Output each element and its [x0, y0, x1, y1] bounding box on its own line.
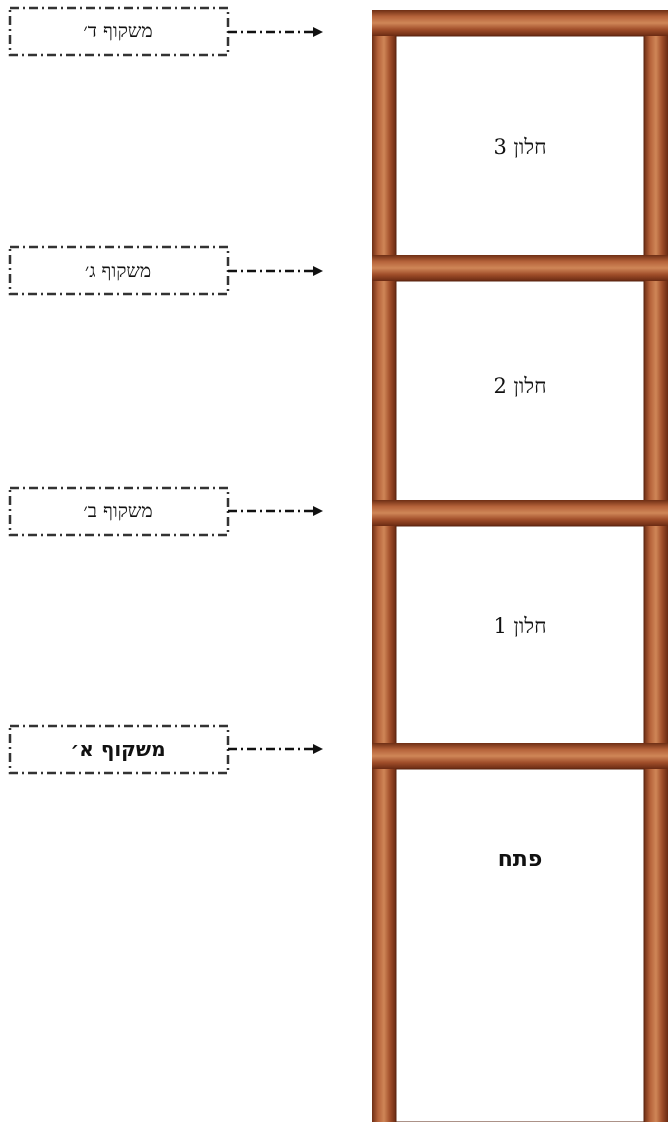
frame-label-3: חלון 2: [493, 374, 546, 398]
label-box-1: משקוף א׳: [8, 724, 230, 775]
frame-label-2: חלון 1: [493, 614, 546, 638]
frame-label-1: פתח: [498, 847, 543, 872]
label-text-4: משקוף ד׳: [83, 20, 152, 42]
frame-4: חלון 3: [372, 10, 668, 261]
label-box-3: משקוף ג׳: [8, 245, 230, 296]
frame-1: פתח: [372, 743, 668, 1122]
label-box-2: משקוף ב׳: [8, 486, 230, 537]
label-text-3: משקוף ג׳: [85, 260, 151, 282]
label-text-2: משקוף ב׳: [83, 500, 152, 522]
frame-label-4: חלון 3: [493, 135, 546, 159]
label-box-4: משקוף ד׳: [8, 6, 230, 57]
frame-2: חלון 1: [372, 500, 668, 750]
label-text-1: משקוף א׳: [70, 737, 165, 761]
frame-3: חלון 2: [372, 255, 668, 505]
